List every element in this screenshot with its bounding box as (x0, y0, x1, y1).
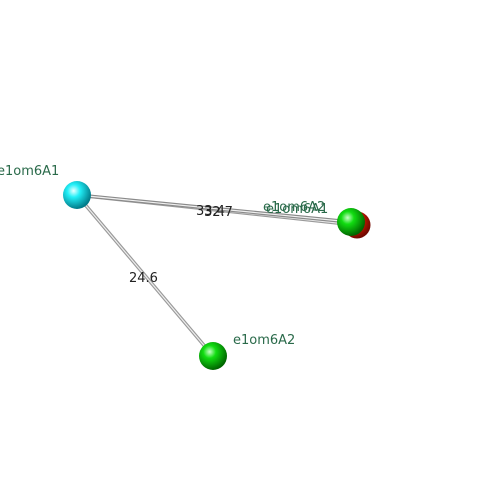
node-label-n3: e1om6A1 (266, 202, 328, 217)
node-sphere-n4[interactable] (199, 342, 227, 370)
node-label-n1: e1om6A1 (0, 164, 59, 179)
node-sphere-n2[interactable] (337, 208, 365, 236)
node-sphere-n1[interactable] (63, 181, 91, 209)
edge-label-n1-n2: 32.7 (204, 205, 233, 220)
node-label-n4: e1om6A2 (233, 333, 295, 348)
node-label-n2: e1om6A2 (263, 200, 325, 215)
edge-label-n1-n3: 33.4 (196, 204, 225, 219)
edge-label-n1-n4: 24.6 (129, 271, 158, 286)
